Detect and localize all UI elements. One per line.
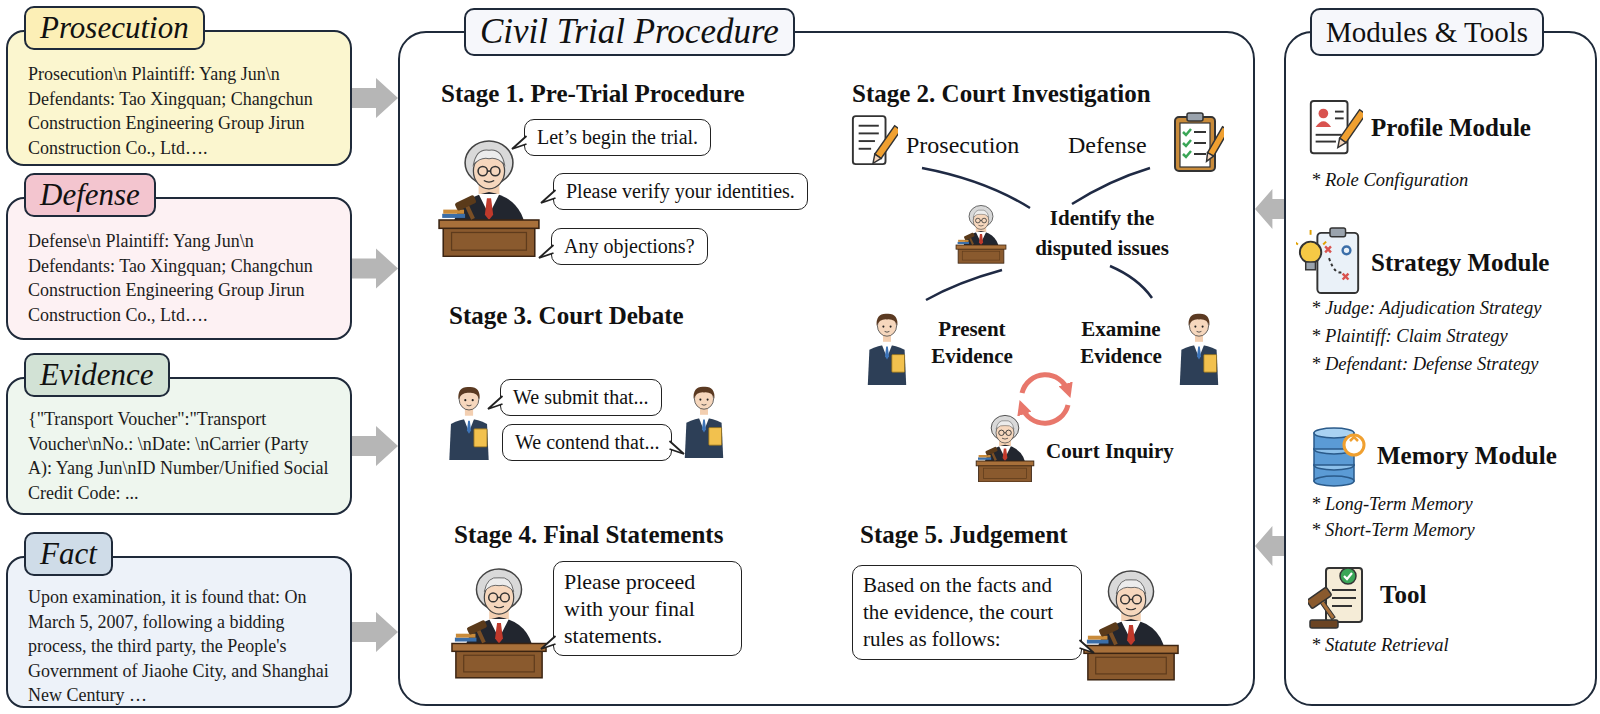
tool-icon — [1306, 568, 1362, 628]
lawyer-figure — [685, 387, 723, 458]
module-item: * Plaintiff: Claim Strategy — [1311, 325, 1508, 348]
input-card: FactUpon examination, it is found that: … — [6, 556, 352, 708]
module-name: Memory Module — [1377, 440, 1557, 471]
judge-figure — [1084, 571, 1178, 680]
strategy-icon — [1294, 228, 1358, 293]
bubble-tail — [511, 135, 527, 151]
bubble-tail — [1080, 640, 1095, 653]
profile-icon — [1311, 101, 1366, 153]
speech-bubble: We submit that... — [500, 379, 662, 416]
bubble-tail — [540, 635, 556, 651]
bubble-tail — [539, 245, 554, 258]
issue-curve — [926, 270, 1002, 300]
cycle-arrows — [1022, 375, 1068, 393]
lawyer-figure — [449, 387, 488, 460]
cycle-arrows — [1022, 405, 1068, 423]
bubble-tail — [488, 396, 503, 409]
bubble-tail — [538, 244, 554, 260]
stage-heading: Stage 4. Final Statements — [454, 519, 723, 550]
module-item: * Judge: Adjudication Strategy — [1311, 297, 1541, 320]
speech-bubble: Let’s begin the trial. — [524, 119, 711, 156]
issue-curve — [1072, 168, 1150, 204]
issue-curve — [922, 168, 1152, 300]
document-icon — [853, 116, 901, 165]
flow-arrow — [1255, 526, 1284, 566]
stage-heading: Stage 5. Judgement — [860, 519, 1068, 550]
flow-arrow — [1255, 189, 1284, 229]
input-card: DefenseDefense\n Plaintiff: Yang Jun\n D… — [6, 197, 352, 340]
speech-bubble: Based on the facts and the evidence, the… — [852, 565, 1082, 660]
procedure-frame: Civil Trial ProcedureLet’s begin the tri… — [398, 31, 1255, 706]
heading-tab: Modules & Tools — [1310, 8, 1544, 56]
module-name: Strategy Module — [1371, 247, 1549, 278]
body-text: Defense\n Plaintiff: Yang Jun\n Defendan… — [28, 229, 336, 327]
module-item: * Statute Retrieval — [1311, 634, 1449, 657]
database-icon — [1314, 428, 1364, 486]
speech-text: Based on the facts and the evidence, the… — [863, 572, 1071, 653]
module-item: * Role Configuration — [1311, 169, 1468, 192]
bubble-tail — [487, 395, 503, 411]
speech-text: Please verify your identities. — [566, 179, 795, 204]
speech-text: Please proceed with your final statement… — [564, 568, 731, 649]
lawyer-figure — [1180, 314, 1218, 385]
bubble-tail — [512, 136, 527, 149]
stage-heading: Stage 2. Court Investigation — [852, 78, 1151, 109]
body-text: {"Transport Voucher":"Transport Voucher\… — [28, 407, 336, 505]
lawyer-figure — [868, 314, 906, 385]
step-caption: Present Evidence — [917, 316, 1027, 370]
speech-bubble: We contend that... — [502, 424, 672, 461]
flow-arrow — [352, 78, 398, 118]
speech-text: We contend that... — [515, 430, 659, 455]
step-caption: Identify the disputed issues — [1022, 203, 1182, 263]
judge-figure — [452, 569, 546, 678]
flow-arrow — [352, 249, 398, 289]
bubble-tail — [540, 189, 556, 205]
step-caption: Examine Evidence — [1066, 316, 1176, 370]
modules-frame: Modules & Tools — [1284, 31, 1597, 706]
module-name: Profile Module — [1371, 112, 1531, 143]
module-name: Tool — [1380, 579, 1426, 610]
clipboard-icon — [1175, 113, 1229, 171]
input-card: Evidence{"Transport Voucher":"Transport … — [6, 377, 352, 515]
bubble-tail — [1079, 639, 1095, 655]
body-text: Upon examination, it is found that: On M… — [28, 585, 336, 708]
party-caption: Prosecution — [906, 130, 1019, 160]
heading-tab: Evidence — [24, 353, 170, 397]
heading-tab: Civil Trial Procedure — [464, 8, 795, 56]
bubble-tail — [541, 636, 556, 649]
stage-heading: Stage 3. Court Debate — [449, 300, 684, 331]
speech-text: Any objections? — [564, 234, 695, 259]
speech-text: We submit that... — [513, 385, 649, 410]
issue-curve — [1110, 266, 1152, 298]
stage-heading: Stage 1. Pre-Trial Procedure — [441, 78, 745, 109]
heading-tab: Defense — [24, 173, 156, 217]
bubble-tail — [541, 190, 556, 203]
flow-arrow — [352, 612, 398, 652]
input-card: ProsecutionProsecution\n Plaintiff: Yang… — [6, 30, 352, 166]
judge-figure — [439, 141, 539, 256]
bubble-tail — [670, 441, 685, 454]
module-item: * Short-Term Memory — [1311, 519, 1475, 542]
module-item: * Defendant: Defense Strategy — [1311, 353, 1539, 376]
speech-bubble: Any objections? — [551, 228, 708, 265]
party-caption: Defense — [1068, 130, 1147, 160]
module-item: * Long-Term Memory — [1311, 493, 1473, 516]
speech-bubble: Please verify your identities. — [553, 173, 808, 210]
judge-figure — [976, 415, 1034, 482]
speech-text: Let’s begin the trial. — [537, 125, 698, 150]
issue-curve — [922, 168, 1030, 208]
heading-tab: Fact — [24, 532, 113, 576]
heading-tab: Prosecution — [24, 6, 205, 50]
step-caption: Court Inquiry — [1046, 438, 1174, 464]
flow-arrow — [352, 426, 398, 466]
cycle-arrows — [1022, 375, 1068, 423]
bubble-tail — [669, 440, 685, 456]
speech-bubble: Please proceed with your final statement… — [553, 561, 742, 656]
body-text: Prosecution\n Plaintiff: Yang Jun\n Defe… — [28, 62, 336, 160]
judge-figure — [956, 205, 1006, 263]
